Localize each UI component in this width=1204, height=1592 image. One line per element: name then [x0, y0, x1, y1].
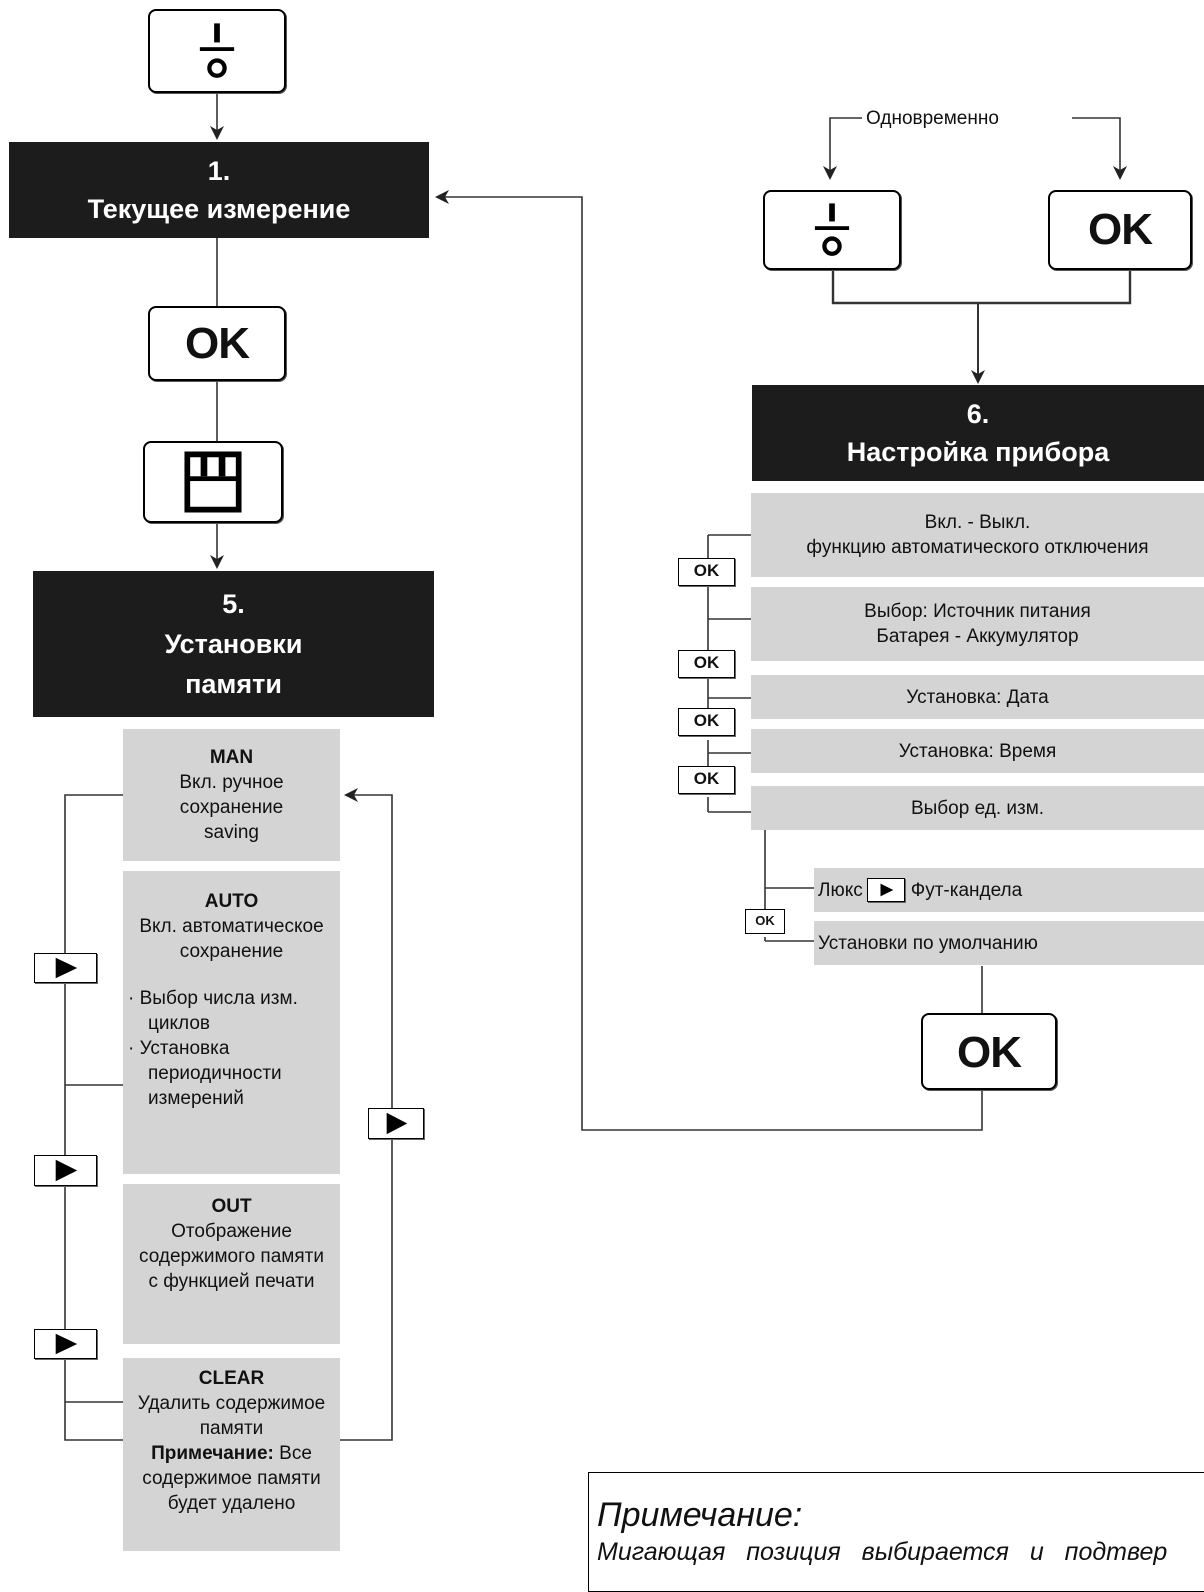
mode-auto-line: Вкл. автоматическое [139, 916, 324, 937]
ok-key-confirm[interactable]: OK [921, 1013, 1057, 1090]
step5-title-line1: Установки [164, 629, 303, 659]
mode-out-line: содержимого памяти [139, 1246, 324, 1267]
ok-key-label: OK [1088, 205, 1153, 254]
power-key-top[interactable] [148, 9, 286, 93]
note-title: Примечание: [597, 1496, 803, 1534]
mode-auto-bullet-text: измерений [148, 1088, 244, 1109]
mode-auto-name: AUTO [204, 891, 259, 912]
next-button-3[interactable] [34, 1329, 97, 1359]
arrow-simultaneous-left [823, 117, 862, 180]
play-triangle-icon [55, 957, 78, 979]
setting-power-source-line: Выбор: Источник питания [864, 601, 1091, 622]
ok-button-units[interactable]: OK [745, 909, 785, 934]
setting-units: Выбор ед. изм. [751, 786, 1204, 830]
memory-left-rail [64, 794, 123, 1441]
mode-out-name: OUT [211, 1196, 252, 1217]
setting-units-label: Выбор ед. изм. [910, 797, 1045, 819]
setting-auto-off: Вкл. - Выкл. функцию автоматического отк… [751, 493, 1204, 577]
step1-number: 1. [207, 156, 231, 186]
mode-clear-line: памяти [199, 1418, 264, 1439]
arrow-simultaneous-right [1072, 117, 1127, 180]
setting-time: Установка: Время [751, 729, 1204, 773]
step5-memory-settings: 5. Установки памяти [33, 571, 434, 717]
mode-auto-bullet-text: периодичности [148, 1063, 282, 1084]
mode-man-line: сохранение [179, 797, 284, 818]
mode-clear-note-label: Примечание: [151, 1443, 274, 1464]
setting-defaults-label: Установки по умолчанию [818, 932, 1038, 954]
power-switch-icon [199, 23, 235, 78]
setting-date-label: Установка: Дата [906, 686, 1049, 708]
ok-key-left[interactable]: OK [148, 306, 286, 381]
step1-title: Текущее измерение [87, 194, 351, 224]
mode-clear-line: Удалить содержимое [137, 1393, 326, 1414]
note-box: Примечание: Мигающая позиция выбирается … [588, 1472, 1204, 1592]
join-keys [831, 270, 1132, 305]
ok-button-setting-1[interactable]: OK [678, 558, 735, 586]
step5-number: 5. [222, 589, 245, 619]
mode-auto-bullet-text: Установка [139, 1038, 230, 1059]
mode-auto-bullet-text: циклов [148, 1013, 210, 1034]
floppy-disk-icon [184, 451, 242, 513]
setting-auto-off-line: Вкл. - Выкл. [924, 512, 1031, 533]
step6-device-settings: 6. Настройка прибора [752, 385, 1204, 481]
mode-man-name: MAN [209, 747, 254, 768]
unit-lux-label: Люкс [818, 879, 863, 901]
arrow-return-to-step1 [435, 190, 983, 1131]
mode-auto-box: AUTO Вкл. автоматическое сохранение · Вы… [123, 871, 340, 1174]
ok-key-right[interactable]: OK [1048, 190, 1192, 270]
mode-clear-name: CLEAR [198, 1368, 265, 1389]
play-triangle-icon [55, 1159, 78, 1182]
mode-auto-bullet-text: Выбор числа изм. [139, 988, 298, 1009]
ok-button-setting-4[interactable]: OK [678, 766, 735, 794]
unit-footcandle-label: Фут-кандела [910, 879, 1023, 901]
ok-key-label: OK [185, 319, 250, 368]
mode-out-line: Отображение [171, 1221, 292, 1242]
setting-units-lux-fc: Люкс Фут-кандела [814, 868, 1204, 912]
ok-button-setting-2[interactable]: OK [678, 650, 735, 678]
play-triangle-icon [386, 1112, 408, 1135]
setting-time-label: Установка: Время [898, 740, 1057, 762]
mode-clear-note-text: содержимое памяти [142, 1468, 321, 1489]
step6-number: 6. [966, 399, 990, 429]
mode-clear-note-text: Все [279, 1443, 312, 1464]
next-button-2[interactable] [34, 1155, 97, 1186]
setting-defaults: Установки по умолчанию [814, 921, 1204, 965]
setting-date: Установка: Дата [751, 675, 1204, 719]
step1-current-measurement: 1. Текущее измерение [9, 142, 429, 238]
setting-power-source: Выбор: Источник питания Батарея - Аккуму… [751, 587, 1204, 661]
mode-auto-bullet: · Установка [128, 1038, 230, 1059]
mode-clear-box: CLEAR Удалить содержимое памяти Примечан… [123, 1358, 340, 1551]
mode-auto-line: сохранение [179, 941, 284, 962]
step5-title-line2: памяти [185, 669, 282, 699]
mode-man-line: Вкл. ручное [179, 772, 284, 793]
mode-clear-note-text: будет удалено [167, 1493, 296, 1514]
setting-auto-off-line: функцию автоматического отключения [806, 537, 1149, 558]
play-triangle-icon [880, 883, 894, 897]
mode-clear-note: Примечание: Все [151, 1441, 312, 1466]
step6-title: Настройка прибора [846, 437, 1110, 467]
next-button-1[interactable] [34, 953, 97, 983]
ok-button-setting-3[interactable]: OK [678, 708, 735, 736]
simultaneous-label: Одновременно [866, 108, 999, 129]
mode-man-box: MAN Вкл. ручное сохранение saving [123, 729, 340, 861]
ok-key-label: OK [957, 1028, 1022, 1077]
mode-auto-bullet-list: · Выбор числа изм. циклов · Установка пе… [123, 986, 298, 1111]
play-triangle-icon [55, 1333, 78, 1355]
mode-man-line: saving [204, 822, 259, 843]
next-button-loop[interactable] [368, 1108, 424, 1139]
setting-power-source-line: Батарея - Аккумулятор [876, 626, 1079, 647]
unit-toggle-button[interactable] [866, 878, 905, 902]
note-text: Мигающая позиция выбирается и подтвер [597, 1538, 1168, 1566]
power-switch-icon [814, 203, 850, 256]
mode-out-line: с функцией печати [148, 1271, 315, 1292]
mode-out-box: OUT Отображение содержимого памяти с фун… [123, 1184, 340, 1344]
power-key-right[interactable] [763, 190, 901, 270]
save-key[interactable] [143, 441, 283, 523]
mode-auto-bullet: · Выбор числа изм. [128, 988, 298, 1009]
